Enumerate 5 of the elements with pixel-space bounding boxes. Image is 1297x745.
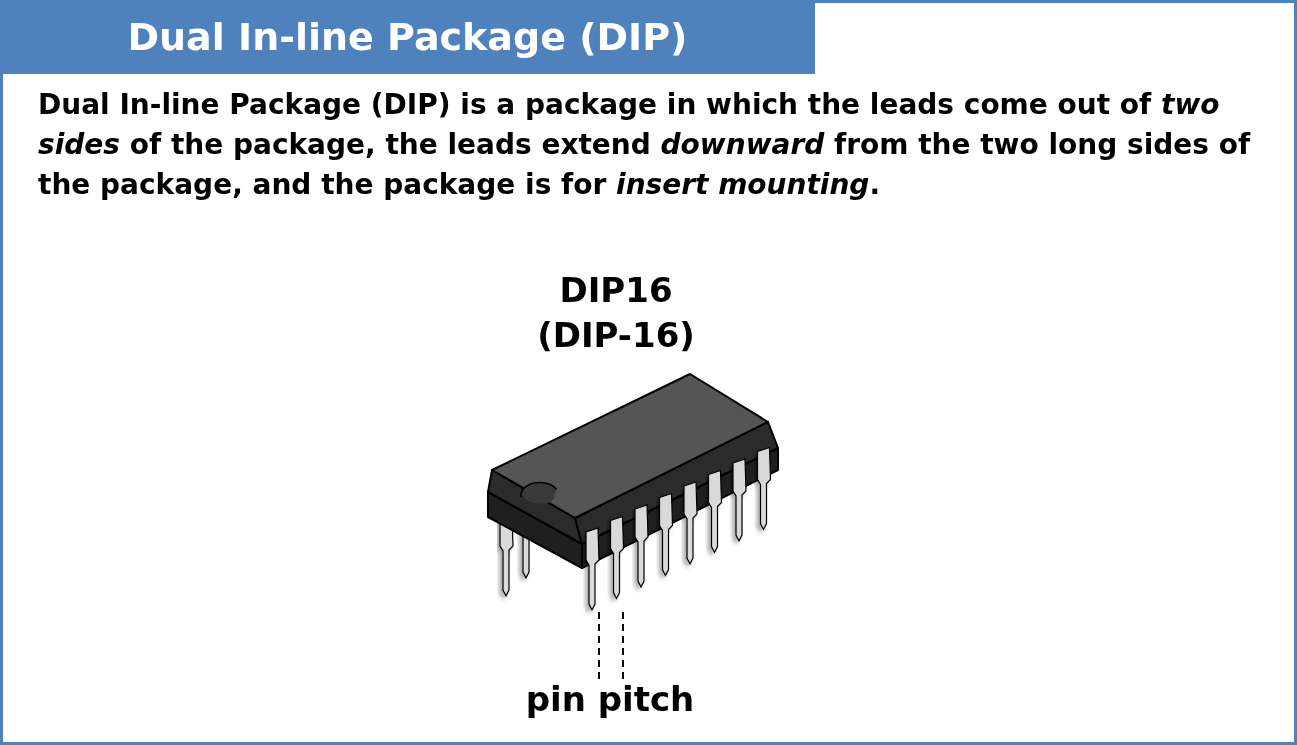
title-banner: Dual In-line Package (DIP) (0, 0, 815, 74)
package-name: DIP16 (558, 269, 674, 312)
dimension-label: pin pitch (524, 678, 696, 721)
description-paragraph: Dual In-line Package (DIP) is a package in which the leads come out of two sides of the package, the leads extend downward from the two long sides of the package, and the package is for insert mounting. (38, 87, 1252, 203)
package-name: (DIP-16) (536, 314, 696, 357)
